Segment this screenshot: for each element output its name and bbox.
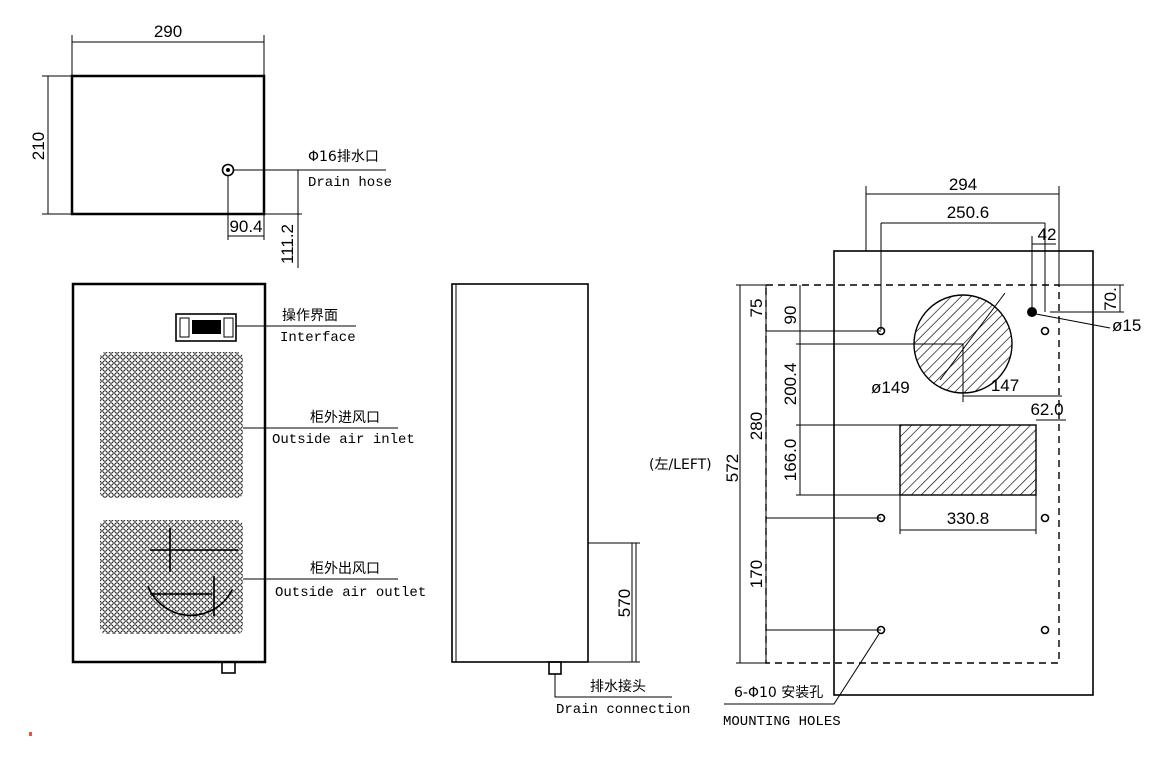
mounting-hole-4-icon (1040, 513, 1050, 523)
mounting-holes-label-cn: 6-Φ10 安装孔 (734, 685, 823, 701)
drain-connection-stub (548, 661, 562, 675)
side-view-drip-tray (587, 542, 633, 663)
drain-hose-label-en: Drain hose (308, 175, 392, 191)
cutout-view: 294 250.6 42 70. ø15 147 ø149 (649, 175, 1141, 730)
interface-button-right (223, 317, 234, 338)
interface-display (192, 320, 221, 334)
inlet-label-en: Outside air inlet (272, 432, 415, 448)
drain-hole-icon (1027, 307, 1037, 317)
dim-200-4: 200.4 (781, 363, 800, 406)
outlet-label-en: Outside air outlet (275, 585, 426, 601)
dim-570: 570 (615, 589, 634, 617)
top-view: 290 210 Φ16排水口 Drain hose 90.4 111.2 (29, 22, 392, 268)
mounting-hole-6-icon (1040, 625, 1050, 635)
dim-572: 572 (723, 454, 742, 482)
dim-170: 170 (747, 560, 766, 588)
top-view-outline (70, 74, 266, 216)
dim-210: 210 (29, 132, 48, 160)
dim-294: 294 (949, 175, 977, 194)
rectangular-air-cutout (899, 424, 1037, 496)
interface-button-left (179, 317, 190, 338)
dim-62: 62.0 (1030, 400, 1063, 419)
dim-90: 90 (781, 306, 800, 325)
front-view: 操作界面 Interface 柜外进风口 Outside air inlet 柜… (71, 282, 426, 674)
dim-147: 147 (991, 376, 1019, 395)
drain-hose-center-icon (226, 168, 230, 172)
dim-90-4: 90.4 (229, 217, 262, 236)
mounting-hole-2-icon (1040, 326, 1050, 336)
side-view-outline (451, 283, 589, 663)
dim-70: 70. (1101, 287, 1120, 311)
dim-250-6: 250.6 (947, 203, 990, 222)
outlet-label-cn: 柜外出风口 (310, 561, 380, 577)
dim-290: 290 (154, 22, 182, 41)
front-drain-stub (221, 661, 236, 674)
dim-75: 75 (747, 299, 766, 318)
drain-connection-label-en: Drain connection (556, 702, 690, 718)
air-outlet-grille (100, 520, 243, 634)
interface-label-en: Interface (280, 330, 356, 346)
dim-330-8: 330.8 (947, 509, 990, 528)
stray-mark (29, 732, 32, 736)
dim-phi149: ø149 (871, 378, 910, 397)
drain-connection-label-cn: 排水接头 (590, 678, 646, 695)
dim-phi15: ø15 (1112, 316, 1141, 335)
inlet-label-cn: 柜外进风口 (310, 410, 380, 426)
air-inlet-grille (100, 352, 243, 498)
mounting-plate (833, 250, 1094, 696)
front-view-outline (71, 282, 267, 664)
mounting-holes-label-en: MOUNTING HOLES (723, 714, 841, 730)
dim-111-2: 111.2 (278, 224, 297, 264)
side-view: 570 排水接头 Drain connection (451, 283, 690, 718)
side-left-label: (左/LEFT) (649, 457, 712, 473)
fan-arc (147, 585, 233, 617)
dim-280: 280 (747, 412, 766, 440)
interface-label-cn: 操作界面 (282, 308, 338, 324)
dim-166: 166.0 (781, 439, 800, 482)
dim-42: 42 (1038, 225, 1057, 244)
interface-panel (175, 313, 237, 342)
drain-hose-label-cn: Φ16排水口 (308, 149, 379, 165)
